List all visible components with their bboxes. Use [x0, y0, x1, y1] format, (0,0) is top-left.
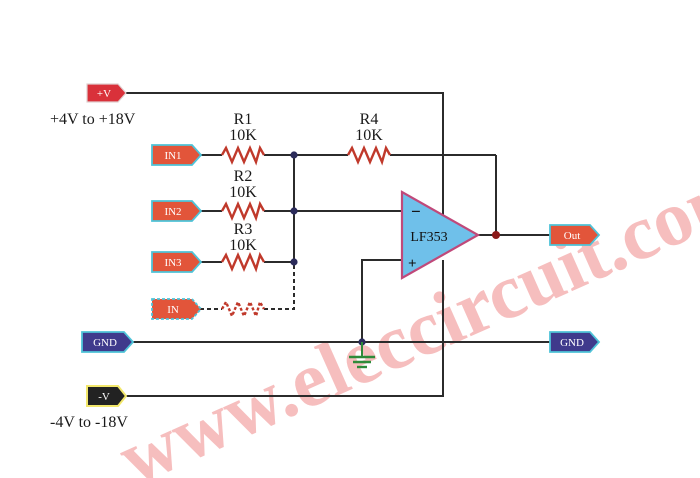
connectors: +V IN1 IN2 IN3 IN GND GND Out -V	[81, 83, 601, 407]
gnd-right-connector-label: GND	[560, 337, 584, 349]
resistors	[220, 144, 392, 320]
r1-name: R1	[234, 111, 253, 128]
junction-r1	[290, 151, 298, 159]
out-connector-label: Out	[564, 230, 581, 242]
in1-connector	[151, 144, 203, 166]
gnd-left-connector	[81, 331, 135, 353]
junction-r2	[290, 207, 298, 215]
wire-plus-ground	[361, 259, 402, 355]
r4-name: R4	[360, 111, 379, 128]
resistor-r4	[346, 144, 392, 166]
wire-opt-node	[264, 262, 295, 310]
gnd-left-connector-label: GND	[93, 337, 117, 349]
negative-supply-range: -4V to -18V	[50, 414, 128, 431]
opamp-part-label: LF353	[410, 230, 447, 245]
in3-connector	[151, 251, 203, 273]
resistor-r1	[220, 144, 266, 166]
out-connector	[549, 224, 601, 246]
r1-value: 10K	[229, 127, 257, 144]
resistor-r2	[220, 200, 266, 222]
r4-value: 10K	[355, 127, 383, 144]
r2-name: R2	[234, 168, 253, 185]
vminus-connector-label: -V	[98, 391, 110, 403]
r2-value: 10K	[229, 184, 257, 201]
gnd-right-connector	[549, 331, 601, 353]
opamp-minus-sign: −	[411, 202, 421, 221]
in2-connector	[151, 200, 203, 222]
junction-r3	[290, 258, 298, 266]
positive-supply-range: +4V to +18V	[50, 111, 136, 128]
resistor-labels: R1 10K R4 10K R2 10K R3 10K	[229, 111, 383, 254]
in-optional-connector	[151, 298, 203, 320]
wire-vplus	[125, 92, 444, 215]
opamp-plus-sign: +	[408, 256, 417, 272]
in-optional-connector-label: IN	[167, 304, 179, 316]
vplus-connector	[86, 83, 127, 103]
opamp-lf353: − + LF353	[400, 190, 481, 280]
in1-connector-label: IN1	[164, 150, 181, 162]
r3-value: 10K	[229, 237, 257, 254]
wire-vminus	[125, 260, 444, 397]
junction-output	[492, 231, 500, 239]
junctions	[290, 151, 500, 346]
resistor-optional	[220, 298, 266, 320]
ground-symbol	[349, 342, 375, 369]
in3-connector-label: IN3	[164, 257, 182, 269]
r3-name: R3	[234, 221, 253, 238]
opamp-body	[400, 190, 481, 280]
resistor-r3	[220, 251, 266, 273]
vminus-connector	[86, 385, 128, 407]
vplus-connector-label: +V	[97, 88, 111, 100]
in2-connector-label: IN2	[164, 206, 181, 218]
